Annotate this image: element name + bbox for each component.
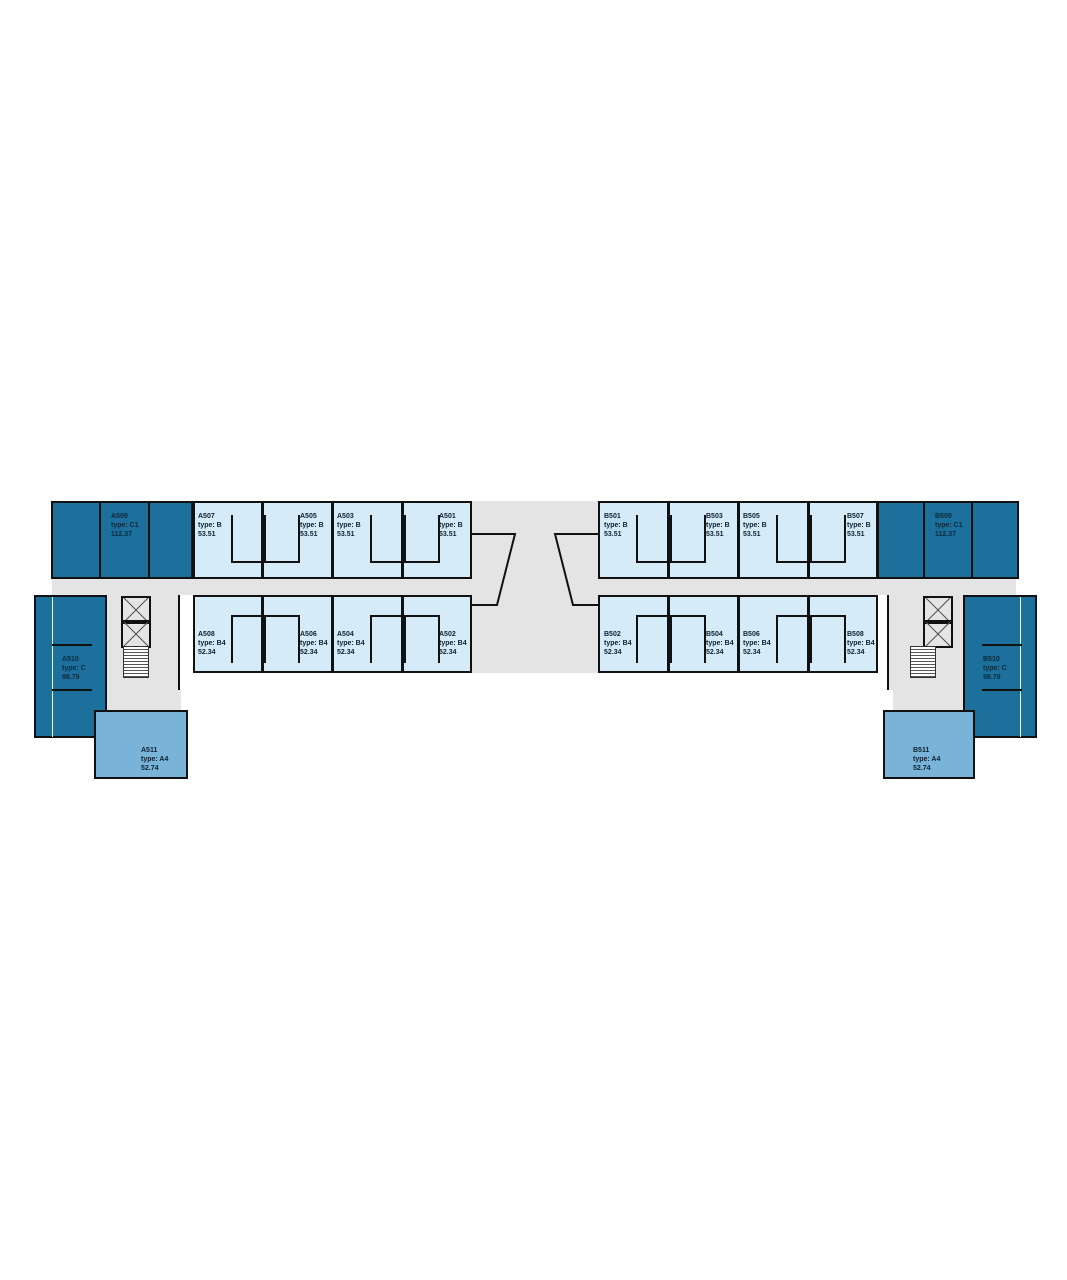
unit-id: B506	[743, 631, 760, 638]
unit-area: 52.34	[198, 649, 216, 656]
unit-id: B502	[604, 631, 621, 638]
unit-area: 112.37	[935, 531, 957, 538]
unit-type: type: B4	[198, 640, 226, 647]
unit-area: 52.34	[439, 649, 457, 656]
unit-area: 53.51	[604, 531, 622, 538]
unit-id: A503	[337, 513, 354, 520]
unit-type: type: A4	[141, 756, 169, 763]
unit-type: type: B4	[706, 640, 734, 647]
unit-area: 53.51	[337, 531, 355, 538]
unit-area: 53.51	[847, 531, 865, 538]
unit-area: 52.74	[141, 765, 159, 772]
unit-id: A504	[337, 631, 354, 638]
unit-id: B505	[743, 513, 760, 520]
unit-id: A509	[111, 513, 128, 520]
unit-B503[interactable]: B503 type: B 53.51	[668, 501, 739, 579]
unit-area: 52.34	[300, 649, 318, 656]
unit-area: 52.74	[913, 765, 931, 772]
unit-id: A502	[439, 631, 456, 638]
unit-type: type: B	[706, 522, 730, 529]
stair-right	[910, 646, 936, 678]
unit-id: B504	[706, 631, 723, 638]
unit-type: type: B	[198, 522, 222, 529]
unit-id: B508	[847, 631, 864, 638]
unit-B505[interactable]: B505 type: B 53.51	[738, 501, 813, 579]
unit-A505[interactable]: A505 type: B 53.51	[262, 501, 333, 579]
elevator-right-1	[923, 596, 953, 624]
unit-area: 52.34	[743, 649, 761, 656]
unit-area: 53.51	[300, 531, 318, 538]
unit-type: type: C1	[111, 522, 139, 529]
unit-area: 52.34	[847, 649, 865, 656]
unit-id: A508	[198, 631, 215, 638]
unit-B511[interactable]: B511 type: A4 52.74	[883, 710, 975, 779]
unit-B507[interactable]: B507 type: B 53.51	[808, 501, 878, 579]
unit-B502[interactable]: B502 type: B4 52.34	[598, 595, 673, 673]
main-corridor	[52, 579, 1016, 595]
unit-id: A505	[300, 513, 317, 520]
unit-type: type: B4	[743, 640, 771, 647]
unit-type: type: B	[743, 522, 767, 529]
unit-area: 53.51	[198, 531, 216, 538]
unit-area: 98.79	[62, 674, 80, 681]
elevator-right-2	[923, 620, 953, 648]
unit-id: B503	[706, 513, 723, 520]
unit-type: type: C	[62, 665, 86, 672]
unit-type: type: B4	[337, 640, 365, 647]
unit-A501[interactable]: A501 type: B 53.51	[402, 501, 472, 579]
unit-A509[interactable]: A509 type: C1 112.37	[51, 501, 193, 579]
unit-id: B511	[913, 747, 930, 754]
unit-A508[interactable]: A508 type: B4 52.34	[193, 595, 267, 673]
unit-type: type: B4	[439, 640, 467, 647]
unit-B506[interactable]: B506 type: B4 52.34	[738, 595, 813, 673]
unit-id: B509	[935, 513, 952, 520]
stair-left	[123, 646, 149, 678]
unit-type: type: B	[337, 522, 361, 529]
unit-A502[interactable]: A502 type: B4 52.34	[402, 595, 472, 673]
unit-A503[interactable]: A503 type: B 53.51	[332, 501, 407, 579]
unit-type: type: B	[439, 522, 463, 529]
unit-id: B510	[983, 656, 1000, 663]
unit-area: 52.34	[604, 649, 622, 656]
core-left-lobby	[107, 690, 181, 710]
unit-B501[interactable]: B501 type: B 53.51	[598, 501, 673, 579]
unit-area: 52.34	[706, 649, 724, 656]
unit-A506[interactable]: A506 type: B4 52.34	[262, 595, 333, 673]
unit-type: type: C1	[935, 522, 963, 529]
unit-area: 52.34	[337, 649, 355, 656]
unit-A504[interactable]: A504 type: B4 52.34	[332, 595, 407, 673]
unit-id: A510	[62, 656, 79, 663]
elevator-left-1	[121, 596, 151, 624]
unit-id: A501	[439, 513, 456, 520]
unit-area: 53.51	[743, 531, 761, 538]
unit-type: type: A4	[913, 756, 941, 763]
unit-id: B507	[847, 513, 864, 520]
unit-id: A506	[300, 631, 317, 638]
unit-type: type: B	[300, 522, 324, 529]
unit-area: 53.51	[439, 531, 457, 538]
unit-area: 53.51	[706, 531, 724, 538]
unit-B504[interactable]: B504 type: B4 52.34	[668, 595, 739, 673]
unit-type: type: B4	[300, 640, 328, 647]
core-right-lobby	[893, 690, 963, 710]
unit-area: 98.79	[983, 674, 1001, 681]
unit-type: type: B4	[847, 640, 875, 647]
unit-id: A507	[198, 513, 215, 520]
unit-type: type: B	[604, 522, 628, 529]
unit-B508[interactable]: B508 type: B4 52.34	[808, 595, 878, 673]
unit-A511[interactable]: A511 type: A4 52.74	[94, 710, 188, 779]
unit-id: B501	[604, 513, 621, 520]
unit-area: 112.37	[111, 531, 133, 538]
unit-B509[interactable]: B509 type: C1 112.37	[877, 501, 1019, 579]
unit-B510[interactable]: B510 type: C 98.79	[963, 595, 1037, 738]
unit-type: type: B	[847, 522, 871, 529]
unit-A507[interactable]: A507 type: B 53.51	[193, 501, 267, 579]
unit-type: type: C	[983, 665, 1007, 672]
unit-type: type: B4	[604, 640, 632, 647]
unit-id: A511	[141, 747, 158, 754]
